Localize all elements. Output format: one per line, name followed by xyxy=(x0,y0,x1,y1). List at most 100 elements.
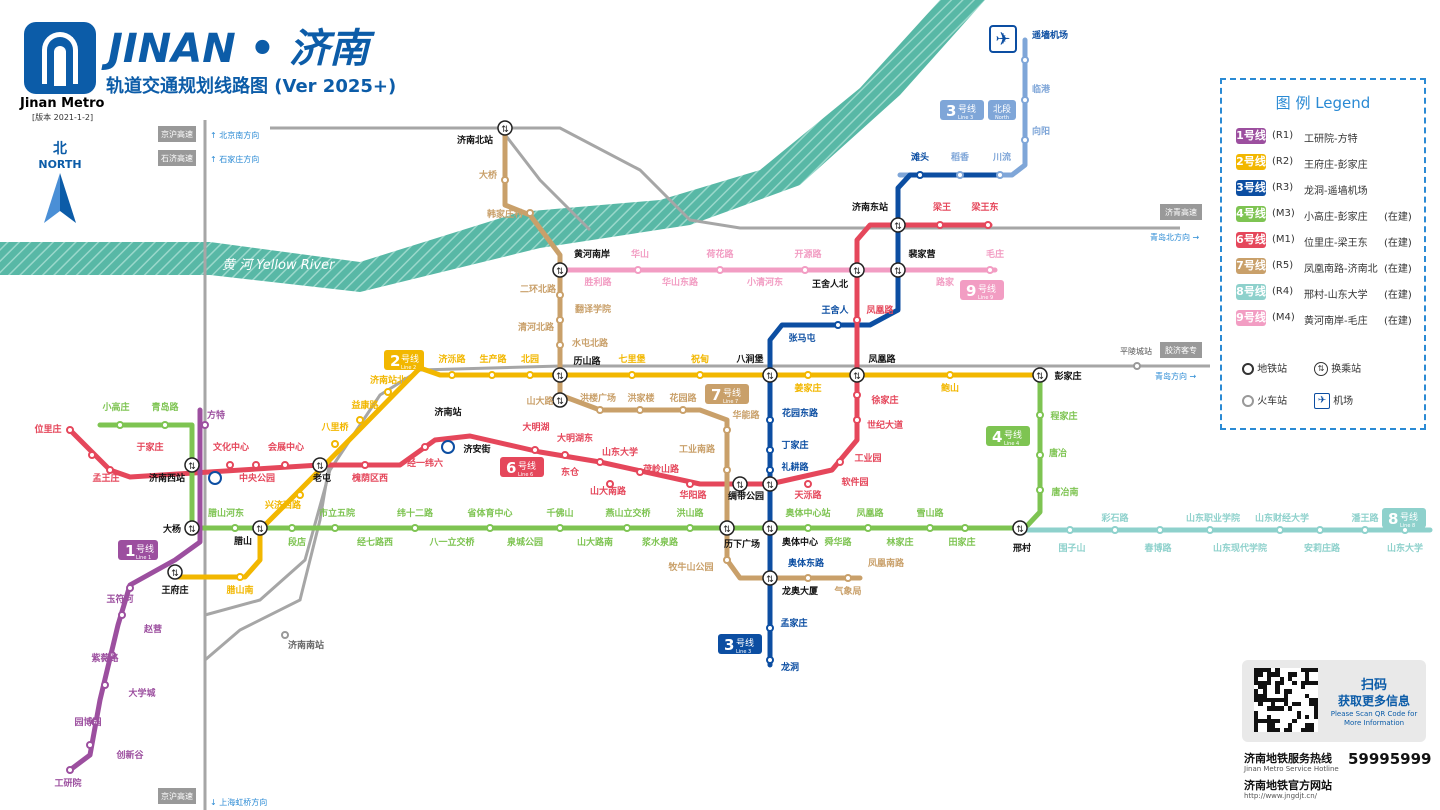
station-label-fenghuanglu[interactable]: 凤凰路 xyxy=(868,353,896,365)
station-label-chunbolu[interactable]: 春博路 xyxy=(1143,542,1172,554)
transfer-aoti[interactable]: ⇅ xyxy=(762,520,778,536)
station-label-aotizhongxin[interactable]: 奥体中心 xyxy=(781,536,818,548)
station-label-liangwang[interactable]: 梁王 xyxy=(932,201,951,213)
station-label-yujiazhuang[interactable]: 于家庄 xyxy=(136,441,163,453)
station-label-yuanbotuan[interactable]: 园博园 xyxy=(74,716,101,728)
station-label-shandananlu[interactable]: 山大南路 xyxy=(590,485,627,497)
station-label-wenhuazhongxin[interactable]: 文化中心 xyxy=(212,441,249,453)
station-label-jingyiweiliu[interactable]: 经一纬六 xyxy=(407,457,443,469)
station-label-lashanhedong[interactable]: 腊山河东 xyxy=(208,507,244,519)
station-label-jinandong[interactable]: 济南东站 xyxy=(852,201,888,213)
station-label-laotun[interactable]: 老屯 xyxy=(312,472,331,484)
station-label-hanjiazhuang[interactable]: 韩家庄村 xyxy=(487,208,523,220)
station-label-daqiao[interactable]: 大桥 xyxy=(479,169,498,181)
station-label-weiziyuan[interactable]: 围子山 xyxy=(1058,542,1085,554)
transfer-lishanlu[interactable]: ⇅ xyxy=(552,367,568,383)
station-label-wuhualu[interactable]: 舜华路 xyxy=(824,536,852,548)
station-label-linjiazhuang[interactable]: 林家庄 xyxy=(886,536,913,548)
station-label-zhongyanggongyuan[interactable]: 中央公园 xyxy=(239,472,275,484)
station-label-huizhanzhongxin[interactable]: 会展中心 xyxy=(268,441,304,453)
transfer-pengjiazhuang[interactable]: ⇅ xyxy=(1032,367,1048,383)
station-label-erhuanbeilu[interactable]: 二环北路 xyxy=(520,283,557,295)
station-label-peijiaying[interactable]: 裴家营 xyxy=(907,248,935,260)
station-label-qilibao[interactable]: 七里堡 xyxy=(618,353,645,365)
transfer-lashan[interactable]: ⇅ xyxy=(252,520,268,536)
station-label-liangwangdong[interactable]: 梁王东 xyxy=(970,201,998,213)
station-label-xiaogaozhuang[interactable]: 小高庄 xyxy=(101,401,129,413)
station-label-tantou[interactable]: 滩头 xyxy=(911,151,929,163)
station-label-yaoqiang[interactable]: 遥墙机场 xyxy=(1032,29,1068,41)
station-label-chuanliu[interactable]: 川流 xyxy=(992,151,1011,163)
transfer-longao[interactable]: ⇅ xyxy=(762,570,778,586)
station-label-lingang[interactable]: 临港 xyxy=(1032,83,1051,95)
station-label-anhuazhuang[interactable]: 安莉庄路 xyxy=(1304,542,1341,554)
station-label-lashannan[interactable]: 腊山南 xyxy=(226,584,253,596)
station-label-lixiaguangchang[interactable]: 历下广场 xyxy=(724,538,760,550)
station-label-daoxiang[interactable]: 稻香 xyxy=(951,151,970,163)
station-label-xujiazhuang[interactable]: 徐家庄 xyxy=(870,394,898,406)
station-label-baoshan[interactable]: 鲍山 xyxy=(941,382,959,394)
station-label-fenghuanglu-e[interactable]: 凤凰路 xyxy=(856,507,884,519)
transfer-dayang[interactable]: ⇅ xyxy=(184,520,200,536)
station-label-lishanlu[interactable]: 历山路 xyxy=(573,355,601,367)
station-label-jiangzhuang[interactable]: 姜家庄 xyxy=(794,382,821,394)
station-label-shandongxiandai[interactable]: 山东现代学院 xyxy=(1213,542,1267,554)
station-label-shandongdaxue-e[interactable]: 山东大学 xyxy=(1387,542,1423,554)
station-label-jinannanzhan[interactable]: 济南南站 xyxy=(288,639,324,651)
station-label-shuitunbeilu[interactable]: 水屯北路 xyxy=(572,337,609,349)
station-label-chuangxingu[interactable]: 创新谷 xyxy=(115,749,144,761)
station-label-jiangshuiquan[interactable]: 浆水泉路 xyxy=(641,536,679,548)
station-label-aotizhongxinzhan[interactable]: 奥体中心站 xyxy=(784,507,830,519)
station-label-gongyanyuan[interactable]: 工研院 xyxy=(54,777,81,789)
station-label-shengchanlu[interactable]: 生产路 xyxy=(479,353,507,365)
station-label-ruanjianyuan[interactable]: 软件园 xyxy=(841,476,868,488)
station-label-dongcang[interactable]: 东仓 xyxy=(561,466,580,478)
transfer-laotun[interactable]: ⇅ xyxy=(312,457,328,473)
station-label-shandalu[interactable]: 山大路 xyxy=(526,395,554,407)
station-label-pengjiazhuang[interactable]: 彭家庄 xyxy=(1054,370,1081,382)
transfer-chaodai[interactable]: ⇅ xyxy=(732,476,748,492)
station-label-shizhongqu[interactable]: 槐荫区西 xyxy=(351,472,388,484)
station-label-xingcun[interactable]: 邢村 xyxy=(1013,542,1031,554)
station-label-honglouguangchang[interactable]: 洪楼广场 xyxy=(580,392,616,404)
station-label-daminghu[interactable]: 大明湖 xyxy=(522,421,549,433)
transfer-shandalu[interactable]: ⇅ xyxy=(552,392,568,408)
station-label-huayuanzhuanglu[interactable]: 花园东路 xyxy=(782,407,819,419)
station-label-caitinglu[interactable]: 彩石路 xyxy=(1100,512,1129,524)
station-label-gongyeyuan[interactable]: 工业园 xyxy=(854,452,881,464)
station-label-fanyixueyuan[interactable]: 翻译学院 xyxy=(575,303,611,315)
station-label-huayanglu[interactable]: 华阳路 xyxy=(679,489,707,501)
transfer-lixia[interactable]: ⇅ xyxy=(719,520,735,536)
qr-card[interactable]: 扫码 获取更多信息 Please Scan QR Code for More I… xyxy=(1242,660,1426,742)
station-label-yanshanlijiao[interactable]: 燕山立交桥 xyxy=(605,507,651,519)
station-label-shenglilu[interactable]: 胜利路 xyxy=(583,276,612,288)
transfer-wangfuzhuang[interactable]: ⇅ xyxy=(167,564,183,580)
station-label-bayilijiao[interactable]: 八一立交桥 xyxy=(428,536,475,548)
station-label-wangsherenbei[interactable]: 王舍人北 xyxy=(812,278,848,290)
qr-code-icon[interactable] xyxy=(1254,668,1318,732)
station-label-zhangmatun[interactable]: 张马屯 xyxy=(788,332,815,344)
station-label-yikanglu[interactable]: 益康路 xyxy=(351,399,379,411)
station-label-tangye[interactable]: 唐冶 xyxy=(1049,447,1067,459)
station-label-hongjialou[interactable]: 洪家楼 xyxy=(627,392,654,404)
station-label-shandongdaxue[interactable]: 山东大学 xyxy=(602,446,638,458)
station-label-fenghuangnanlu[interactable]: 凤凰南路 xyxy=(868,557,905,569)
station-label-duandian[interactable]: 段店 xyxy=(288,536,306,548)
station-label-weishierlu[interactable]: 纬十二路 xyxy=(397,507,434,519)
station-label-shengtiyuzhongxin[interactable]: 省体育中心 xyxy=(466,507,512,519)
station-label-weilizhuang[interactable]: 位里庄 xyxy=(34,423,61,435)
station-label-fenghuanglu-n[interactable]: 凤凰路 xyxy=(866,304,894,316)
station-label-mengwangzhuang[interactable]: 孟王庄 xyxy=(92,472,119,484)
station-label-shandongcaijing[interactable]: 山东财经大学 xyxy=(1255,512,1309,524)
website-link[interactable]: http://www.jngdjt.cn/ xyxy=(1244,792,1318,800)
station-label-kaiyuanlu[interactable]: 开源路 xyxy=(794,248,822,260)
station-label-shandongzhiye[interactable]: 山东职业学院 xyxy=(1186,512,1240,524)
station-label-huanenglu[interactable]: 华能路 xyxy=(732,409,760,421)
transfer-jinandong[interactable]: ⇅ xyxy=(890,217,906,233)
station-label-beiyuan[interactable]: 北园 xyxy=(521,353,539,365)
station-label-qianfoshan[interactable]: 千佛山 xyxy=(546,507,573,519)
transfer-jinanxi[interactable]: ⇅ xyxy=(184,457,200,473)
station-label-balqiao[interactable]: 八里桥 xyxy=(320,421,349,433)
station-label-lujia[interactable]: 路家 xyxy=(936,276,955,288)
station-label-jiluozhan[interactable]: 济泺路 xyxy=(438,353,466,365)
